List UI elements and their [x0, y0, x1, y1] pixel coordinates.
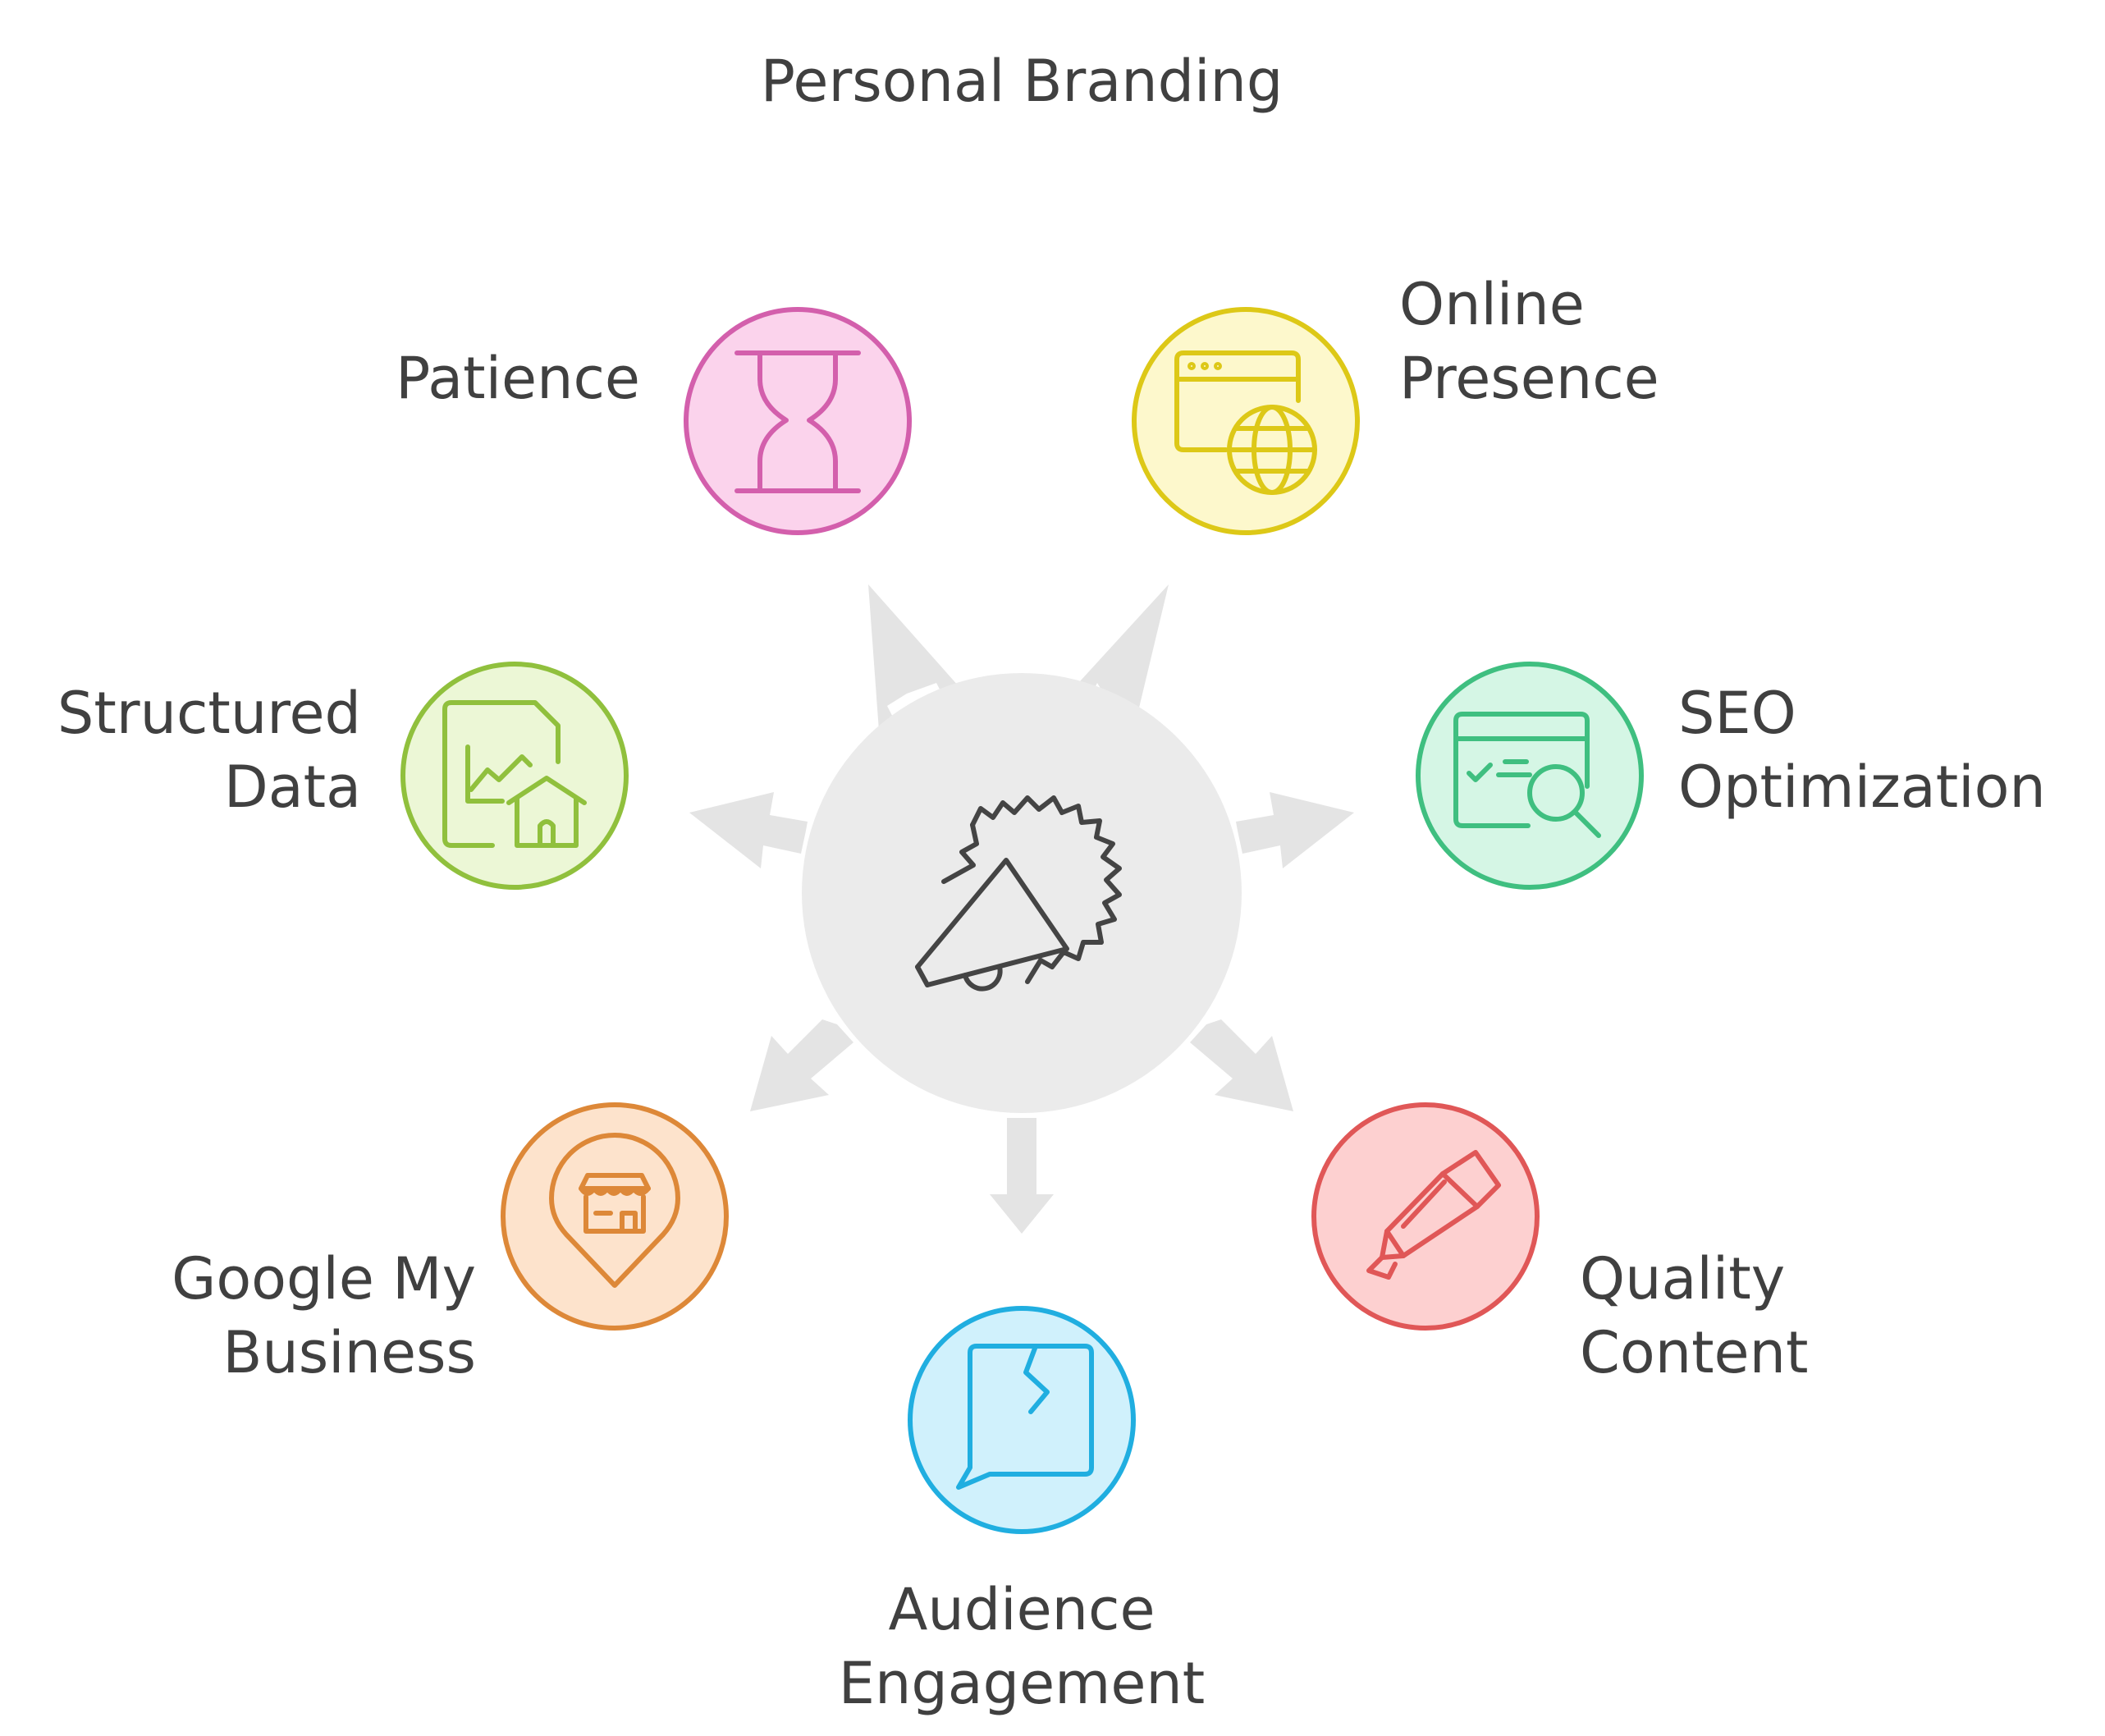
arrow-to-seo-optimization: [1236, 792, 1354, 868]
node-label-line-1: Google My: [172, 1245, 476, 1312]
node-audience-engagement: Audience Engagement: [839, 1306, 1206, 1717]
node-circle: [1132, 307, 1360, 535]
arrow-to-structured-data: [689, 792, 808, 868]
hub: [802, 673, 1242, 1113]
node-label-line-1: Quality: [1580, 1245, 1785, 1312]
arrows: [689, 584, 1354, 1234]
node-circle: [501, 1102, 729, 1331]
node-label-line-2: Optimization: [1678, 753, 2046, 821]
highlighter-icon: [1366, 1150, 1501, 1280]
browser-globe-icon: [1174, 350, 1317, 495]
node-label-line-1: Patience: [396, 345, 640, 412]
node-structured-data: Structured Data: [57, 662, 629, 890]
node-label-line-2: Engagement: [839, 1650, 1206, 1717]
arrow-to-quality-content: [1190, 1019, 1293, 1111]
store-pin-icon: [549, 1133, 680, 1288]
node-seo-optimization: SEO Optimization: [1416, 662, 2046, 890]
node-label-line-2: Business: [222, 1319, 476, 1386]
node-patience: Patience: [396, 307, 912, 535]
diagram-title: Personal Branding: [761, 48, 1284, 115]
chart-house-icon: [442, 700, 587, 848]
node-google-my-business: Google My Business: [172, 1102, 729, 1386]
arrow-to-audience-engagement: [990, 1118, 1054, 1234]
node-circle: [1311, 1102, 1540, 1331]
arrow-to-online-presence: [1062, 584, 1169, 742]
arrow-to-google-my-business: [750, 1019, 853, 1111]
node-circle: [908, 1306, 1136, 1534]
node-label-line-2: Content: [1580, 1319, 1808, 1386]
hub-circle: [802, 673, 1242, 1113]
browser-search-icon: [1453, 712, 1601, 838]
node-label-line-2: Data: [224, 753, 361, 821]
node-quality-content: Quality Content: [1311, 1102, 1808, 1386]
node-circle: [400, 662, 629, 890]
node-online-presence: Online Presence: [1132, 271, 1659, 535]
node-label-line-1: SEO: [1678, 680, 1796, 747]
megaphone-icon: [915, 795, 1122, 992]
arrow-to-patience: [868, 584, 972, 742]
node-label-line-2: Presence: [1399, 345, 1659, 412]
node-circle: [684, 307, 912, 535]
node-label-line-1: Structured: [57, 680, 361, 747]
node-label-line-1: Audience: [888, 1576, 1155, 1643]
node-label-line-1: Online: [1399, 271, 1585, 338]
hourglass-icon: [734, 350, 861, 493]
chat-bubble-icon: [956, 1344, 1094, 1490]
